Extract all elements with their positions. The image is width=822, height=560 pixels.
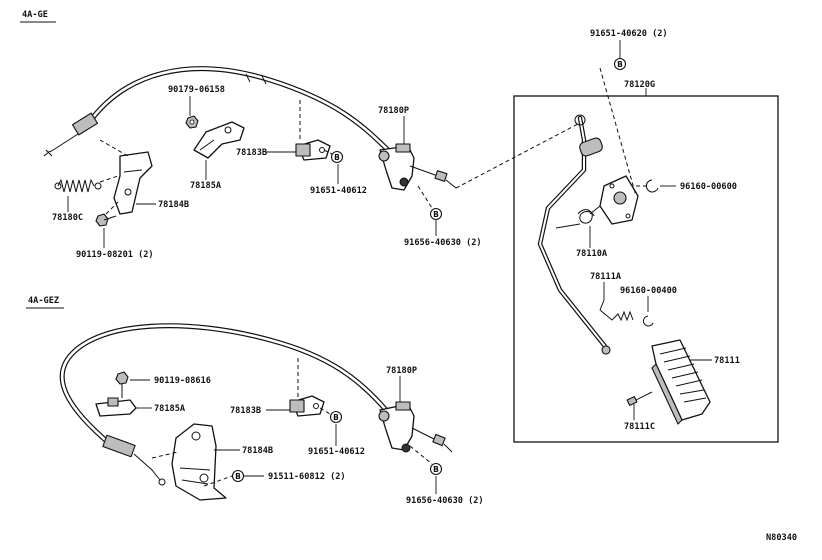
- label-78185a-bottom: 78185A: [154, 404, 186, 414]
- connection-line: [151, 451, 179, 459]
- label-78184b-bottom: 78184B: [242, 446, 273, 456]
- connection-line: [417, 185, 433, 209]
- connection-line: [99, 139, 129, 157]
- pin-78111c: [626, 391, 653, 406]
- label-78183b-top: 78183B: [236, 148, 267, 158]
- marker-b-icon: B: [429, 462, 443, 476]
- label-90119-08616: 90119-08616: [154, 376, 211, 386]
- svg-text:B: B: [334, 153, 340, 162]
- svg-text:B: B: [333, 413, 339, 422]
- label-78180p-bottom: 78180P: [386, 366, 417, 376]
- label-78111c: 78111C: [624, 422, 655, 432]
- bracket-78185a-top: [193, 121, 245, 159]
- leader-lines: [67, 40, 712, 494]
- bracket-78184b-bottom: [171, 423, 227, 501]
- label-91651-40612-top: 91651-40612: [310, 186, 367, 196]
- label-78180p-top: 78180P: [378, 106, 409, 116]
- label-78120g: 78120G: [624, 80, 655, 90]
- label-91651-40620: 91651-40620 (2): [590, 29, 668, 39]
- clamp-78183b-bottom: [289, 395, 325, 417]
- bolt-90119-08616: [115, 371, 129, 398]
- label-78110a: 78110A: [576, 249, 608, 259]
- connection-line: [599, 67, 637, 197]
- label-91656-40630-top: 91656-40630 (2): [404, 238, 482, 248]
- spring-78110a: [555, 205, 601, 229]
- marker-b-icon: B: [231, 469, 245, 483]
- cable-bracket-78180p-bottom: [378, 401, 453, 453]
- accelerator-pedal-rod: [537, 114, 611, 355]
- spring-78111a: [599, 299, 634, 322]
- label-90119-08201: 90119-08201 (2): [76, 250, 154, 260]
- bracket-78184b-top: [113, 151, 153, 215]
- cable-bracket-78180p-top: [378, 143, 457, 191]
- bracket-78185a-bottom: [95, 397, 137, 417]
- assembly-frame-78120g: [513, 95, 779, 443]
- section-header-4a-ge: 4A-GE: [22, 10, 48, 20]
- label-78184b-top: 78184B: [158, 200, 189, 210]
- bolt-90119-08201: [95, 213, 117, 227]
- label-91511-60812: 91511-60812 (2): [268, 472, 346, 482]
- svg-text:B: B: [617, 60, 623, 69]
- marker-b-icon: B: [329, 410, 343, 424]
- label-78111: 78111: [714, 356, 740, 366]
- connection-line: [319, 407, 331, 415]
- throttle-cable-top: [43, 66, 391, 157]
- svg-text:B: B: [433, 465, 439, 474]
- spring-78180c: [54, 178, 102, 193]
- diagram-code: N80340: [766, 533, 797, 543]
- connection-line: [455, 123, 579, 189]
- label-78185a-top: 78185A: [190, 181, 222, 191]
- marker-b-icon: B: [330, 150, 344, 164]
- label-91656-40630-bottom: 91656-40630 (2): [406, 496, 484, 506]
- connection-line: [409, 445, 433, 465]
- marker-b-icon: B: [429, 207, 443, 221]
- pedal-pad-78111: [651, 339, 711, 425]
- nut-90179-06158: [185, 115, 199, 129]
- label-96160-00400: 96160-00400: [620, 286, 677, 296]
- connection-line: [323, 149, 333, 155]
- label-91651-40612-bottom: 91651-40612: [308, 447, 365, 457]
- svg-text:B: B: [433, 210, 439, 219]
- connection-line: [203, 475, 233, 487]
- section-header-4a-gez: 4A-GEZ: [28, 296, 59, 306]
- label-90179-06158: 90179-06158: [168, 85, 225, 95]
- clip-96160-00400: [642, 315, 654, 327]
- marker-b-icon: B: [613, 57, 627, 71]
- svg-text:B: B: [235, 472, 241, 481]
- connection-line: [99, 175, 119, 183]
- throttle-cable-bottom: [59, 323, 389, 486]
- label-78180c: 78180C: [52, 213, 83, 223]
- label-78183b-bottom: 78183B: [230, 406, 261, 416]
- label-96160-00600: 96160-00600: [680, 182, 737, 192]
- connection-line: [105, 201, 119, 215]
- label-78111a: 78111A: [590, 272, 622, 282]
- clip-96160-00600: [645, 179, 659, 193]
